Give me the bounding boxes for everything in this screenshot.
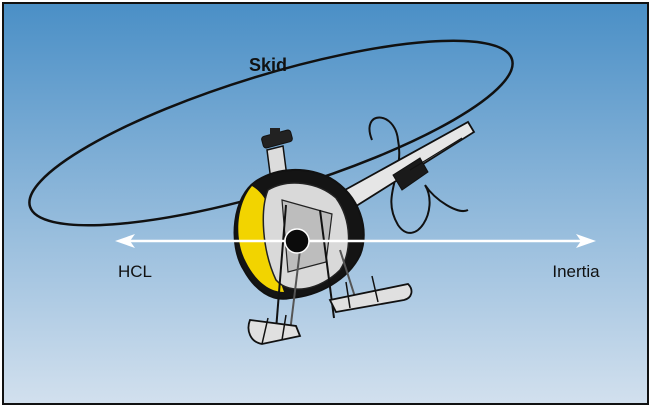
skid-title: Skid	[249, 55, 287, 75]
helicopter-icon	[233, 120, 476, 345]
hcl-arrowhead-icon	[115, 234, 135, 248]
hcl-label: HCL	[118, 262, 152, 281]
inertia-arrowhead-icon	[576, 234, 596, 248]
cg-dot-icon	[284, 228, 310, 254]
diagram-border	[2, 2, 649, 405]
inertia-label: Inertia	[552, 262, 600, 281]
tail-rotor-loop	[368, 116, 469, 234]
